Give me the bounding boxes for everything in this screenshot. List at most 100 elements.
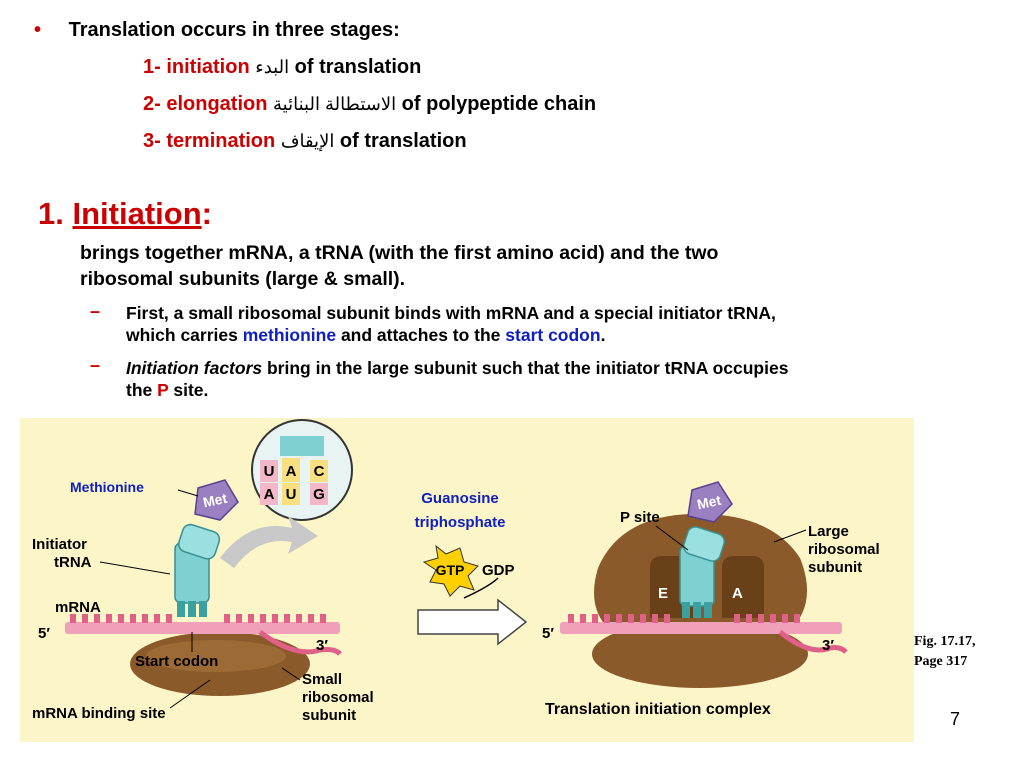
- stage-name: 3- termination: [143, 130, 276, 152]
- gtp-label: GTP: [436, 562, 465, 578]
- page-number: 7: [950, 709, 961, 729]
- gtp-starburst: [422, 544, 479, 597]
- gdp-label: GDP: [482, 562, 515, 579]
- codon-letter: U: [286, 486, 297, 503]
- methionine-term: methionine: [242, 325, 337, 345]
- stage-initiation: 1- initiation البدء of translation: [143, 56, 421, 79]
- text-fragment: and attaches to the: [336, 325, 506, 345]
- p-site-label: P site: [620, 509, 660, 526]
- codon-letter: U: [264, 463, 275, 480]
- subpoint-line: Initiation factors bring in the large su…: [126, 357, 1006, 379]
- mrna-label: mRNA: [55, 599, 101, 616]
- small-subunit-right: [592, 620, 808, 688]
- codon-letter: G: [313, 486, 325, 503]
- a-site-pocket: [722, 556, 764, 618]
- codon-letter: C: [314, 463, 325, 480]
- mrna-strand-left: [65, 622, 340, 634]
- section-description: brings together mRNA, a tRNA (with the f…: [80, 240, 718, 292]
- stage-name: 2- elongation: [143, 93, 268, 115]
- start-codon-term: start codon: [505, 325, 601, 345]
- stage-rest: of polypeptide chain: [401, 93, 597, 115]
- small-subunit-label: ribosomal: [302, 689, 374, 706]
- section-heading: 1. Initiation:: [38, 196, 212, 232]
- guanosine-label: Guanosine: [421, 490, 499, 507]
- desc-line: ribosomal subunits (large & small).: [80, 268, 406, 290]
- large-subunit-label: subunit: [808, 559, 862, 576]
- codon-letter: A: [264, 486, 275, 503]
- met-amino-acid-right: [687, 481, 733, 523]
- anticodon-boxes: [260, 458, 328, 505]
- small-subunit-highlight: [146, 640, 286, 672]
- figure-reference-line: Page 317: [914, 654, 968, 669]
- text-fragment: bring in the large subunit such that the…: [262, 358, 789, 378]
- p-site-term: P: [157, 380, 169, 400]
- e-site-label: E: [658, 585, 668, 602]
- initiator-trna: [174, 523, 221, 617]
- small-subunit-label: Small: [302, 671, 342, 688]
- figure-reference: Fig. 17.17, Page 317: [914, 632, 975, 672]
- stage-arabic: البدء: [255, 57, 290, 77]
- initiation-factors-term: Initiation factors: [126, 358, 263, 378]
- guanosine-label: triphosphate: [415, 514, 506, 531]
- dash-marker: –: [90, 301, 101, 321]
- figure-reference-line: Fig. 17.17,: [914, 634, 976, 649]
- methionine-label: Methionine: [70, 479, 144, 495]
- text-fragment: .: [600, 325, 606, 345]
- leader-line: [281, 667, 301, 681]
- process-arrow: [417, 598, 528, 646]
- leader-line: [99, 561, 171, 575]
- mrna-bases-right: [568, 614, 800, 623]
- a-site-label: A: [732, 585, 743, 602]
- mrna-binding-site-label: mRNA binding site: [32, 705, 166, 722]
- bullet: •: [34, 19, 42, 41]
- text-fragment: the: [126, 380, 158, 400]
- subpoint-line: which carries methionine and attaches to…: [126, 324, 1006, 346]
- leader-line: [773, 529, 807, 543]
- start-codon-label: Start codon: [135, 653, 218, 670]
- small-subunit-label: subunit: [302, 707, 356, 724]
- large-subunit-label: ribosomal: [808, 541, 880, 558]
- intro-line: • Translation occurs in three stages:: [34, 19, 400, 42]
- subpoint-first: First, a small ribosomal subunit binds w…: [126, 302, 1006, 346]
- mrna-strand-right: [560, 622, 842, 634]
- leader-line: [655, 525, 689, 551]
- five-prime-label: 5′: [38, 625, 50, 642]
- subpoint-line: First, a small ribosomal subunit binds w…: [126, 303, 776, 323]
- stage-elongation: 2- elongation الاستطالة البنائية of poly…: [143, 93, 596, 116]
- stage-rest: of translation: [339, 130, 467, 152]
- stage-name: 1- initiation: [143, 56, 250, 78]
- complex-caption: Translation initiation complex: [545, 701, 771, 718]
- stage-arabic: الاستطالة البنائية: [273, 94, 397, 114]
- section-colon: :: [201, 196, 212, 231]
- translation-initiation-figure: Met Methionine U A C A U G Initiator tRN…: [20, 418, 914, 742]
- text-fragment: which carries: [126, 325, 243, 345]
- three-prime-label: 3′: [822, 637, 834, 654]
- initiator-trna-p-site: [679, 526, 726, 618]
- gdp-arrow: [463, 577, 499, 599]
- section-number: 1.: [38, 196, 64, 231]
- stage-arabic: الإيقاف: [280, 131, 335, 151]
- section-title: Initiation: [72, 196, 202, 231]
- mrna-bases-left: [70, 614, 326, 623]
- stage-rest: of translation: [294, 56, 422, 78]
- codon-zoom-trna: [280, 436, 324, 456]
- three-prime-label: 3′: [316, 637, 328, 654]
- large-subunit-label: Large: [808, 523, 849, 540]
- intro-text: Translation occurs in three stages:: [68, 19, 400, 41]
- subpoint-line: the P site.: [126, 379, 1006, 401]
- zoom-arrow: [220, 516, 318, 568]
- initiator-trna-label: Initiator: [32, 536, 87, 553]
- desc-line: brings together mRNA, a tRNA (with the f…: [80, 242, 719, 264]
- met-label-right: Met: [695, 492, 722, 513]
- initiator-trna-label: tRNA: [54, 554, 92, 571]
- codon-letter: A: [286, 463, 297, 480]
- mrna-tail-right: [778, 630, 848, 654]
- five-prime-label: 5′: [542, 625, 554, 642]
- text-fragment: site.: [168, 380, 209, 400]
- leader-line: [177, 489, 199, 497]
- met-label-left: Met: [201, 490, 228, 511]
- mrna-tail-left: [258, 629, 342, 656]
- leader-line: [169, 679, 211, 709]
- subpoint-second: Initiation factors bring in the large su…: [126, 357, 1006, 401]
- met-amino-acid-left: [194, 479, 239, 521]
